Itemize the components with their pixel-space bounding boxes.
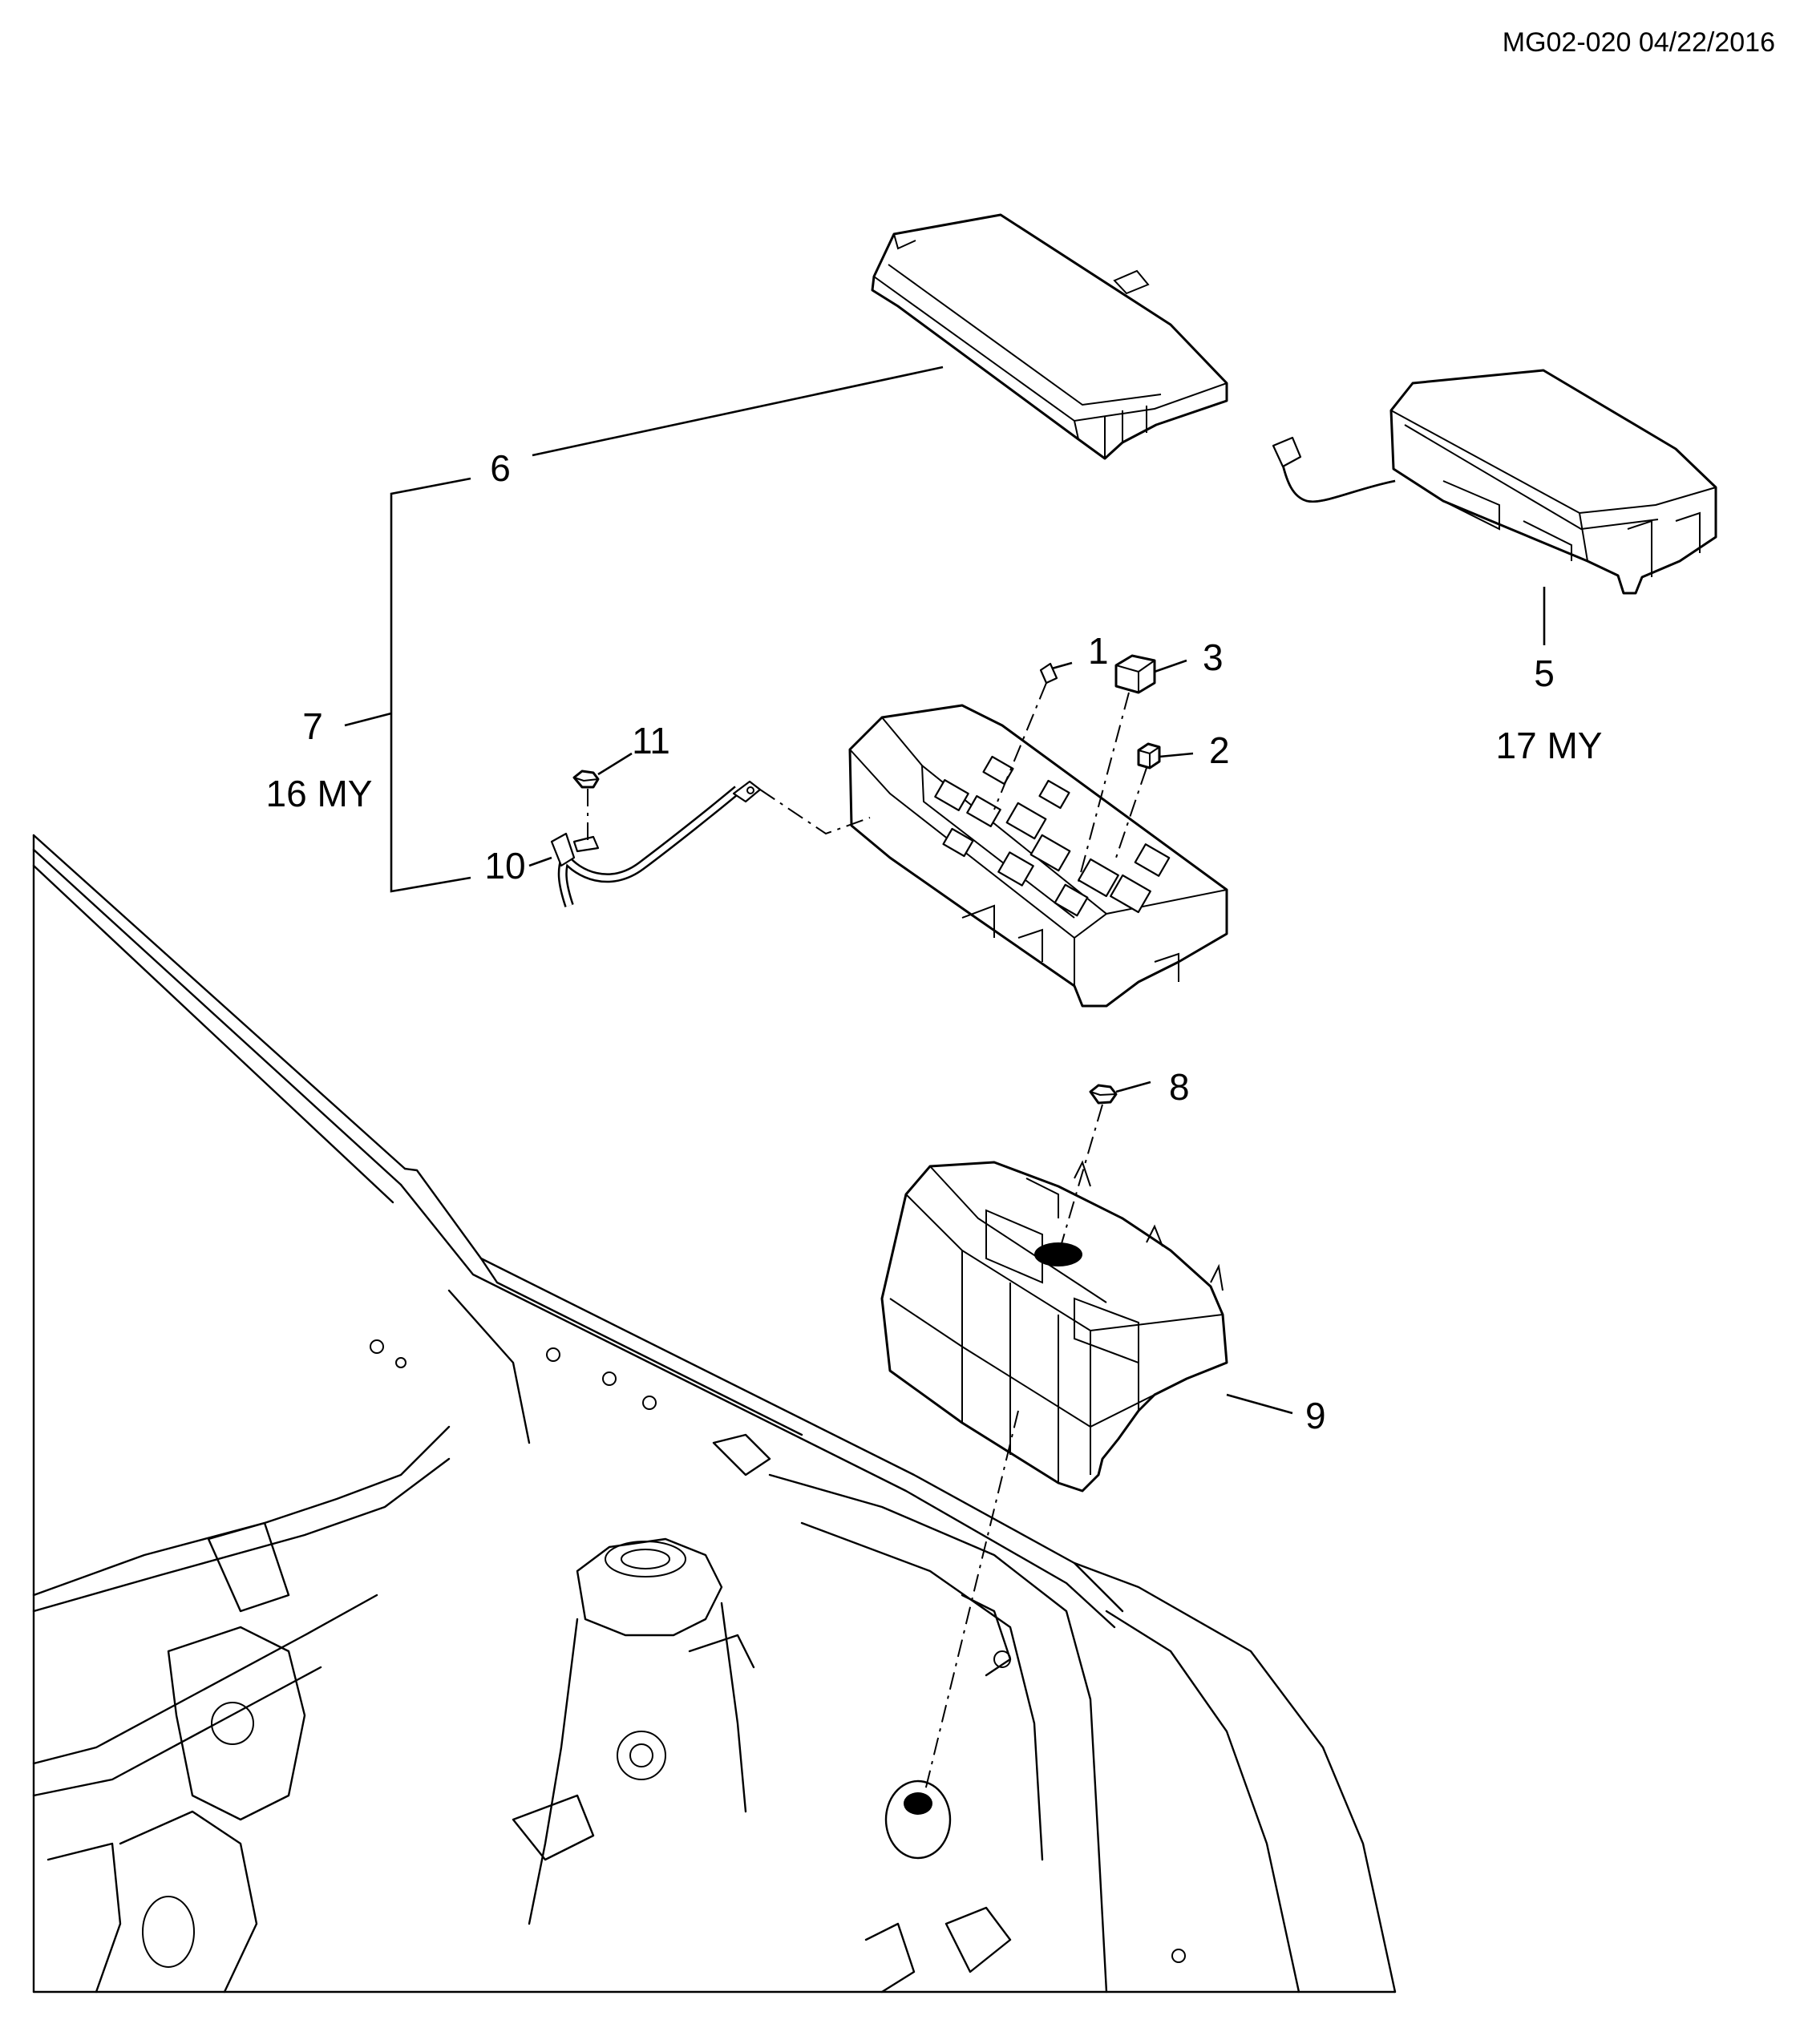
part-6-fuse-block-cover — [871, 213, 1228, 460]
callout-1: 1 — [1088, 630, 1109, 672]
callout-3: 3 — [1203, 636, 1224, 678]
callout-5: 5 — [1534, 652, 1555, 694]
callout-11: 11 — [632, 720, 670, 761]
part-9-fuse-block-bracket — [880, 1160, 1228, 1493]
part-10-battery-cable — [550, 780, 762, 907]
part-5-fuse-block-assembly — [1272, 369, 1717, 595]
callout-10: 10 — [484, 845, 525, 887]
variant-label-16my: 16 MY — [266, 773, 373, 814]
diagram-reference: MG02-020 04/22/2016 — [1503, 27, 1775, 58]
vehicle-engine-compartment — [32, 834, 1397, 1994]
variant-label-17my: 17 MY — [1496, 725, 1603, 766]
callout-6: 6 — [490, 447, 511, 489]
part-2-mini-fuse — [1137, 742, 1161, 770]
callout-8: 8 — [1169, 1066, 1190, 1108]
part-3-relay — [1114, 654, 1156, 694]
part-1-fuse — [1039, 662, 1058, 685]
part-11-nut — [572, 770, 600, 789]
callout-9: 9 — [1305, 1395, 1326, 1436]
part-7-fuse-block — [848, 704, 1228, 1008]
callout-2: 2 — [1209, 729, 1230, 771]
leader-lines — [344, 366, 1546, 1804]
callout-7: 7 — [302, 705, 323, 747]
part-8-nut — [1089, 1084, 1118, 1105]
